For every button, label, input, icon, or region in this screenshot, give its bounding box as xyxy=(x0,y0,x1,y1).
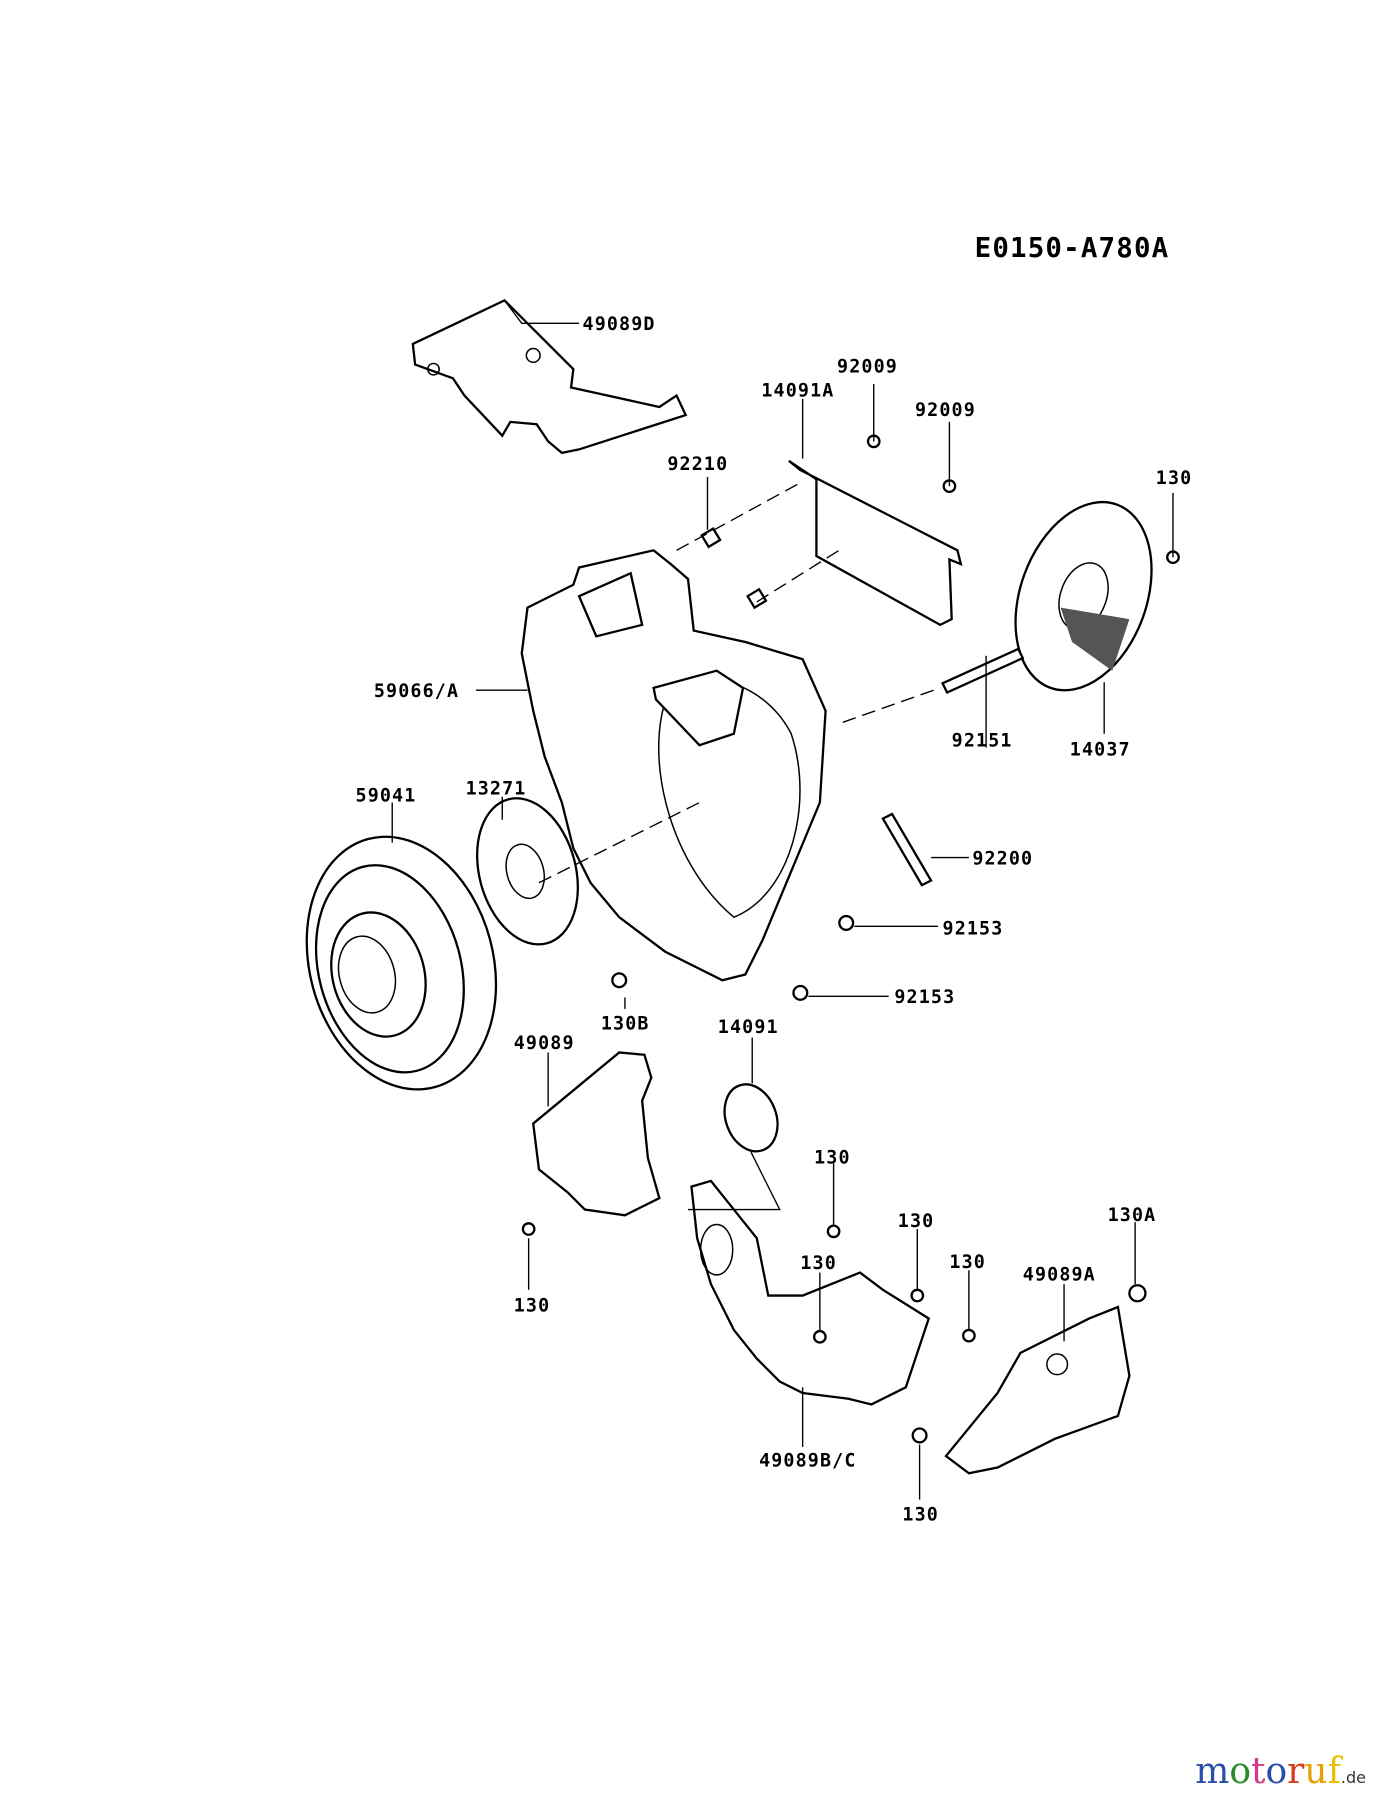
callout-59066A: 59066/A xyxy=(374,681,459,702)
callout-130: 130 xyxy=(1156,468,1193,489)
callout-92210: 92210 xyxy=(667,454,728,475)
callout-49089A: 49089A xyxy=(1023,1265,1096,1286)
shroud-tab xyxy=(577,571,644,638)
cover-49089A xyxy=(944,1305,1131,1475)
watermark-letter: t xyxy=(1251,1751,1266,1792)
flange-13271 xyxy=(475,797,579,946)
cover-49089BC xyxy=(690,1179,931,1406)
callout-14091: 14091 xyxy=(718,1017,779,1038)
watermark-letter: o xyxy=(1265,1751,1288,1792)
rotating-screen-14037 xyxy=(1014,500,1153,692)
watermark-letter: f xyxy=(1327,1751,1341,1792)
flange-hole xyxy=(505,843,546,900)
callout-49089: 49089 xyxy=(514,1033,575,1054)
collar-14091 xyxy=(723,1083,779,1153)
callout-130A: 130A xyxy=(1108,1205,1157,1226)
callout-130: 130 xyxy=(800,1253,837,1274)
watermark-suffix: .de xyxy=(1340,1768,1366,1787)
callout-92151: 92151 xyxy=(952,730,1013,751)
watermark-letter: u xyxy=(1304,1751,1328,1792)
watermark-letter: m xyxy=(1195,1751,1230,1792)
callout-49089BC: 49089B/C xyxy=(759,1450,856,1471)
callout-59041: 59041 xyxy=(356,785,417,806)
hole xyxy=(525,347,541,364)
callout-130: 130 xyxy=(949,1252,986,1273)
shroud-tab xyxy=(652,669,745,747)
callout-labels: 49089D 92009 14091A 92009 92210 130 5906… xyxy=(356,314,1193,1525)
callout-130B: 130B xyxy=(601,1014,650,1035)
callout-92200: 92200 xyxy=(972,848,1033,869)
diagram-code: E0150-A780A xyxy=(975,232,1170,264)
fan-shroud-59066A xyxy=(520,549,827,982)
watermark-letter: o xyxy=(1229,1751,1252,1792)
watermark-text: motoruf xyxy=(1195,1751,1341,1792)
hole xyxy=(1046,1353,1069,1376)
callout-49089D: 49089D xyxy=(583,314,656,335)
bolts xyxy=(521,434,1180,1444)
shaft-92151 xyxy=(940,647,1025,694)
screen-mesh xyxy=(1060,607,1130,671)
callout-130: 130 xyxy=(902,1504,939,1525)
bracket-14091A xyxy=(788,459,963,627)
callout-130: 130 xyxy=(814,1148,851,1169)
leader-lines xyxy=(391,299,1174,1500)
cover-49089 xyxy=(532,1051,661,1217)
cooling-fan-59041 xyxy=(305,835,498,1091)
callout-92153: 92153 xyxy=(943,918,1004,939)
callout-130: 130 xyxy=(514,1296,551,1317)
watermark-logo: motoruf.de xyxy=(1195,1751,1366,1792)
callout-130: 130 xyxy=(898,1211,935,1232)
callout-13271: 13271 xyxy=(466,779,527,800)
callout-92009: 92009 xyxy=(837,357,898,378)
cover-opening xyxy=(699,1223,734,1276)
watermark-letter: r xyxy=(1287,1751,1305,1792)
callout-92153: 92153 xyxy=(894,987,955,1008)
callout-14091A: 14091A xyxy=(761,381,834,402)
callout-92009: 92009 xyxy=(915,400,976,421)
plate-92200 xyxy=(881,812,933,887)
hole xyxy=(426,362,440,376)
callout-14037: 14037 xyxy=(1070,740,1131,761)
plate-49089D xyxy=(411,298,688,455)
shroud-opening xyxy=(658,678,801,919)
